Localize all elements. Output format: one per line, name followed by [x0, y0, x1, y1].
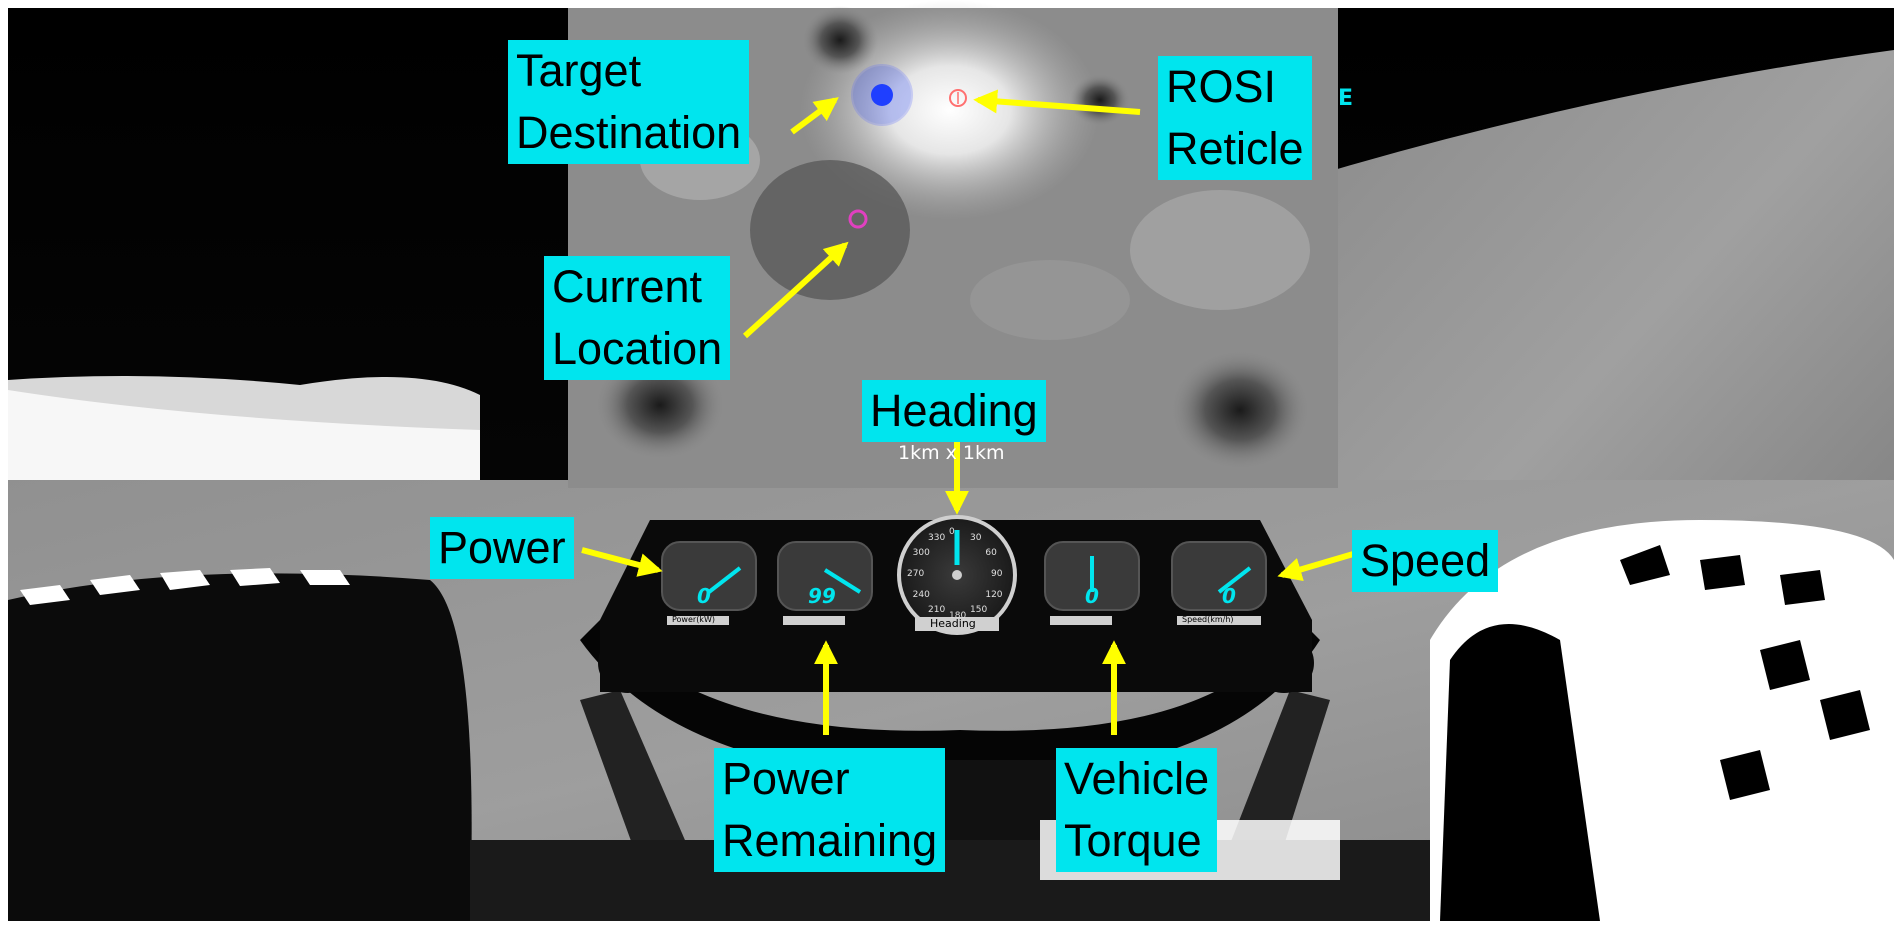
arrow-power	[581, 547, 663, 577]
heading-tick-label: 270	[907, 569, 925, 579]
heading-tick-label: 240	[912, 590, 930, 600]
heading-tick-label: 330	[928, 532, 946, 543]
gauge-heading-caption: Heading	[930, 617, 976, 630]
callout-rosi-reticle: ROSI Reticle	[1158, 56, 1312, 180]
callout-vehicle-torque-line1: Vehicle	[1064, 753, 1210, 804]
heading-tick-label: 30	[970, 532, 982, 543]
heading-tick-label: 150	[970, 605, 988, 616]
callout-vehicle-torque: Vehicle Torque	[1056, 748, 1218, 872]
gauge-speed	[1171, 541, 1267, 625]
heading-tick-label: 60	[985, 548, 997, 558]
gauge-heading	[897, 515, 1017, 635]
gauge-power-remaining	[777, 541, 873, 625]
callout-power: Power	[430, 517, 574, 579]
compass-mark: E	[1338, 86, 1354, 111]
callout-target-line2: Destination	[516, 107, 742, 158]
target-destination-marker	[851, 64, 913, 126]
callout-current-line1: Current	[552, 261, 703, 312]
callout-heading: Heading	[862, 380, 1046, 442]
callout-vehicle-torque-line2: Torque	[1064, 815, 1202, 866]
callout-target-destination: Target Destination	[508, 40, 750, 164]
heading-tick-label: 120	[985, 590, 1003, 600]
callout-power-remaining: Power Remaining	[714, 748, 946, 872]
gauge-torque	[1044, 541, 1140, 625]
arrow-target	[790, 97, 839, 135]
callout-current-location: Current Location	[544, 256, 731, 380]
gauge-speed-value: 0	[1222, 584, 1236, 608]
callout-rosi-line2: Reticle	[1166, 123, 1304, 174]
callout-speed: Speed	[1352, 530, 1499, 592]
gauge-power-remaining-value: 99	[808, 584, 836, 608]
gauge-power-caption: Power(kW)	[672, 615, 715, 624]
gauge-power-value: 0	[697, 584, 711, 608]
current-location-marker	[848, 209, 868, 229]
heading-tick-label: 210	[928, 605, 946, 616]
arrow-speed	[1277, 549, 1361, 582]
right-wheel	[1430, 520, 1894, 921]
rosi-reticle-marker	[949, 89, 967, 107]
callout-current-line2: Location	[552, 323, 723, 374]
heading-tick-label: 0	[949, 527, 955, 537]
callout-power-remaining-line2: Remaining	[722, 815, 938, 866]
left-wheel	[8, 568, 472, 921]
heading-tick-label: 180	[949, 611, 967, 621]
callout-power-remaining-line1: Power	[722, 753, 850, 804]
heading-tick-label: 90	[991, 569, 1003, 579]
gauge-speed-caption: Speed(km/h)	[1182, 615, 1234, 624]
heading-tick-label: 300	[912, 548, 930, 558]
map-scale-label: 1km x 1km	[898, 442, 1005, 464]
gauge-torque-value: 0	[1085, 584, 1099, 608]
arrow-reticle	[973, 89, 1141, 115]
gauge-power	[661, 541, 757, 625]
callout-rosi-line1: ROSI	[1166, 61, 1277, 112]
arrow-current	[742, 241, 849, 339]
callout-target-line1: Target	[516, 45, 642, 96]
annotation-arrows	[581, 89, 1361, 735]
viewport	[8, 0, 1894, 921]
